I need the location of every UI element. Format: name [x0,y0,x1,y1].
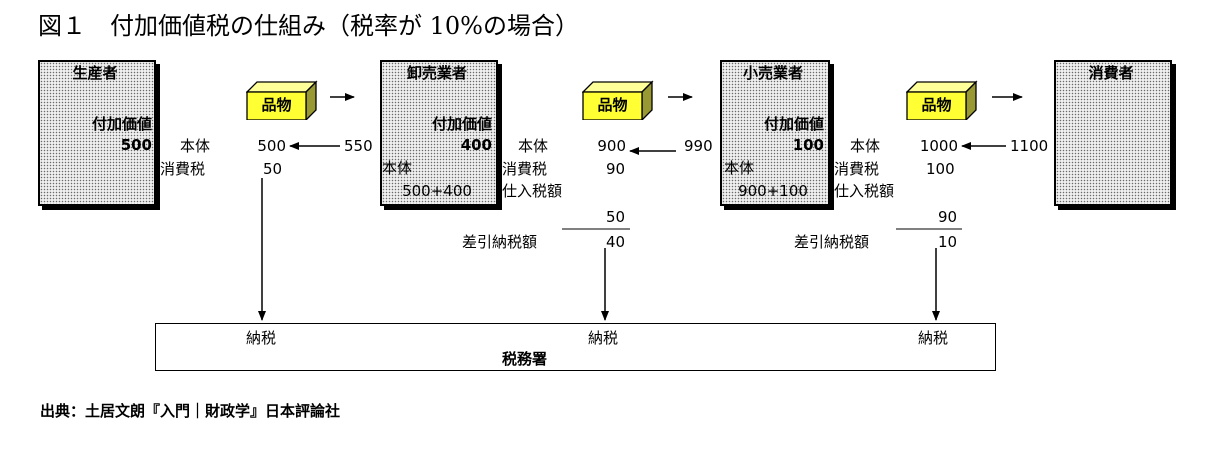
flow3-body: 1000 [919,137,958,155]
flow2-net-label: 差引納税額 [462,233,538,251]
producer-value-added: 500 [120,136,152,154]
product-box-icon [246,80,318,120]
flow2-tax-label: 消費税 [502,160,548,178]
flow2-input-tax-label: 仕入税額 [502,182,563,200]
consumer-box [1054,60,1172,206]
wholesaler-value-added-label: 付加価値 [431,115,492,133]
retailer-base-formula: 900+100 [738,182,808,200]
wholesaler-name: 卸売業者 [406,64,467,82]
flow2-input-tax: 50 [606,208,626,226]
product-label: 品物 [921,96,952,114]
flow1-total: 550 [344,137,373,155]
tax-office-name: 税務署 [502,350,548,368]
retailer-base-label: 本体 [724,159,755,177]
consumer-name: 消費者 [1088,64,1134,82]
tax-payment-label: 納税 [918,329,949,347]
flow2-body: 900 [597,137,626,155]
producer-value-added-label: 付加価値 [91,115,152,133]
producer-name: 生産者 [72,64,118,82]
product-label: 品物 [597,96,628,114]
source-citation: 出典：土居文朗『入門｜財政学』日本評論社 [40,402,341,420]
flow2-body-label: 本体 [518,137,549,155]
flow3-total: 1100 [1010,137,1049,155]
product-box-icon [582,80,654,120]
flow1-tax: 50 [263,160,283,178]
wholesaler-box [380,60,498,206]
flow3-net-label: 差引納税額 [794,233,870,251]
flow3-body-label: 本体 [850,137,881,155]
flow2-net: 40 [606,233,626,251]
flow3-net: 10 [938,233,958,251]
flow3-tax-label: 消費税 [834,160,880,178]
page-title: 図１ 付加価値税の仕組み（税率が 10%の場合） [38,12,579,40]
flow2-total: 990 [684,137,713,155]
flow3-input-tax: 90 [938,208,958,226]
wholesaler-base-label: 本体 [382,159,413,177]
flow1-body-label: 本体 [180,137,211,155]
retailer-value-added: 100 [792,136,824,154]
retailer-name: 小売業者 [742,64,803,82]
producer-box [38,60,156,206]
product-label: 品物 [261,96,292,114]
wholesaler-base-formula: 500+400 [402,182,472,200]
flow2-tax: 90 [606,160,626,178]
retailer-value-added-label: 付加価値 [763,115,824,133]
retailer-box [720,60,830,206]
tax-office-box [155,323,996,371]
wholesaler-value-added: 400 [460,136,492,154]
flow1-body: 500 [257,137,286,155]
flow1-tax-label: 消費税 [160,160,206,178]
product-box-icon [906,80,978,120]
flow3-input-tax-label: 仕入税額 [834,182,895,200]
tax-payment-label: 納税 [588,329,619,347]
flow3-tax: 100 [926,160,955,178]
tax-payment-label: 納税 [246,329,277,347]
